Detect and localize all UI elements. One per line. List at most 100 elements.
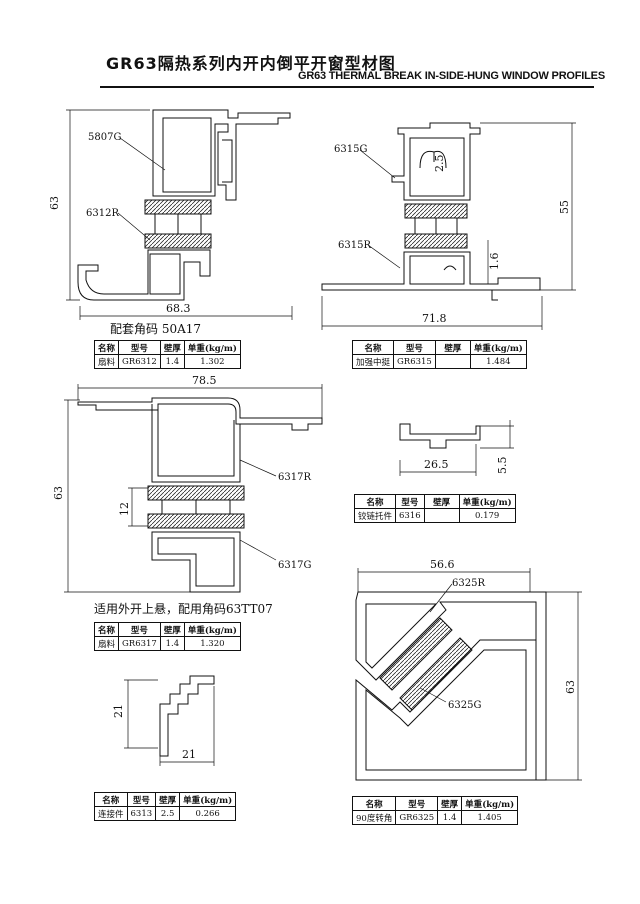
th-name: 名称 bbox=[353, 494, 397, 509]
dim-56-6: 56.6 bbox=[430, 558, 455, 571]
cell-model: GR6315 bbox=[393, 354, 436, 369]
th-model: 型号 bbox=[118, 622, 161, 637]
cell-model: GR6312 bbox=[118, 354, 161, 369]
cell-name: 铰链托件 bbox=[353, 508, 397, 523]
cell-weight: 1.302 bbox=[183, 354, 241, 369]
dim-1-6: 1.6 bbox=[488, 253, 501, 271]
profile-6315r-outline bbox=[321, 251, 541, 291]
th-wall: 壁厚 bbox=[159, 340, 185, 355]
profile-gr6317 bbox=[64, 384, 323, 593]
cell-wall bbox=[423, 508, 460, 523]
profile-6325r-chamber bbox=[365, 603, 438, 669]
th-name: 名称 bbox=[93, 622, 120, 637]
leader-lines-1 bbox=[117, 137, 166, 241]
profile-6315r-foot bbox=[491, 290, 498, 301]
profile-5807g-outline bbox=[152, 109, 291, 201]
cell-weight: 0.179 bbox=[458, 508, 516, 523]
dim-71-8: 71.8 bbox=[422, 312, 447, 325]
dim-line-71-8 bbox=[321, 296, 543, 330]
leader-lines-2 bbox=[359, 149, 401, 269]
th-weight: 单重(kg/m) bbox=[469, 340, 527, 355]
th-wall: 壁厚 bbox=[437, 796, 463, 811]
th-model: 型号 bbox=[118, 340, 161, 355]
dim-line-26-5 bbox=[399, 444, 477, 476]
dim-2-5: 2.5 bbox=[433, 155, 446, 173]
cell-wall: 1.4 bbox=[159, 354, 185, 369]
dim-21-a: 21 bbox=[112, 704, 125, 718]
thermal-strip-6315-lower bbox=[404, 233, 468, 249]
dim-line-63 bbox=[66, 109, 150, 301]
th-weight-label: 单重 bbox=[465, 799, 483, 810]
th-weight-label: 单重 bbox=[183, 795, 201, 806]
cell-weight: 0.266 bbox=[179, 806, 237, 821]
cell-weight: 1.320 bbox=[183, 636, 241, 651]
cell-name: 加强中挺 bbox=[351, 354, 395, 369]
th-name: 名称 bbox=[351, 340, 395, 355]
profile-5807g-lip bbox=[222, 139, 233, 183]
th-name: 名称 bbox=[351, 796, 397, 811]
th-name: 名称 bbox=[93, 340, 120, 355]
profile-6315g-outline bbox=[391, 122, 481, 201]
th-weight: 单重(kg/m) bbox=[461, 796, 519, 811]
thermal-strip-lower bbox=[144, 233, 212, 249]
profile-6315g-hook bbox=[419, 150, 447, 169]
th-weight-label: 单重 bbox=[462, 497, 480, 508]
label-5807g: 5807G bbox=[88, 132, 121, 143]
profile-6325g-chamber bbox=[365, 649, 527, 771]
profile-6315r-chamber bbox=[409, 255, 465, 285]
cell-name: 连接件 bbox=[94, 806, 128, 821]
th-weight: 单重(kg/m) bbox=[183, 622, 241, 637]
th-weight-label: 单重 bbox=[473, 343, 491, 354]
profile-6325g-outline bbox=[355, 639, 537, 781]
th-weight-unit: (kg/m) bbox=[200, 795, 233, 806]
dim-63-b: 63 bbox=[52, 486, 65, 500]
th-wall: 壁厚 bbox=[423, 494, 460, 509]
th-weight: 单重(kg/m) bbox=[183, 340, 241, 355]
th-weight-label: 单重 bbox=[187, 343, 205, 354]
thermal-strip-6325-lower bbox=[399, 637, 473, 711]
dim-63-a: 63 bbox=[48, 196, 61, 210]
th-model: 型号 bbox=[395, 494, 425, 509]
dim-line-78-5 bbox=[77, 384, 323, 418]
label-6325g: 6325G bbox=[448, 700, 481, 711]
profile-gr6315 bbox=[321, 122, 576, 330]
cell-wall: 2.5 bbox=[155, 806, 181, 821]
cell-wall bbox=[434, 354, 471, 369]
th-weight-unit: (kg/m) bbox=[490, 343, 523, 354]
thermal-strip-6317-upper bbox=[147, 485, 245, 501]
th-model: 型号 bbox=[126, 792, 157, 807]
dim-78-5: 78.5 bbox=[192, 374, 217, 387]
dim-line-5-5 bbox=[480, 420, 514, 449]
profile-6315g-chamber bbox=[409, 137, 465, 197]
cell-weight: 1.484 bbox=[469, 354, 527, 369]
th-weight-unit: (kg/m) bbox=[204, 625, 237, 636]
profile-6312r-outline bbox=[77, 249, 211, 301]
leader-lines-3 bbox=[239, 459, 277, 561]
strip-webs bbox=[154, 214, 202, 234]
label-6315r: 6315R bbox=[338, 240, 371, 251]
dim-line-63-b bbox=[64, 399, 190, 593]
dim-line-12 bbox=[128, 487, 148, 527]
dim-68-3: 68.3 bbox=[166, 302, 191, 315]
page-title: GR63隔热系列内开内倒平开窗型材图 bbox=[106, 54, 396, 73]
th-weight-unit: (kg/m) bbox=[482, 799, 515, 810]
cell-model: 6316 bbox=[395, 508, 425, 523]
profile-gr6312 bbox=[66, 109, 293, 320]
cell-model: GR6317 bbox=[118, 636, 161, 651]
profile-gr6325 bbox=[355, 568, 582, 781]
dim-line-56-6 bbox=[357, 568, 531, 592]
strip-webs-6317 bbox=[161, 500, 231, 514]
cell-weight: 1.405 bbox=[461, 810, 519, 825]
profile-6317r-chamber bbox=[151, 404, 241, 483]
page-subtitle: GR63 THERMAL BREAK IN-SIDE-HUNG WINDOW P… bbox=[298, 70, 605, 82]
profile-6316 bbox=[399, 420, 514, 476]
dim-55: 55 bbox=[558, 200, 571, 214]
th-model: 型号 bbox=[393, 340, 436, 355]
